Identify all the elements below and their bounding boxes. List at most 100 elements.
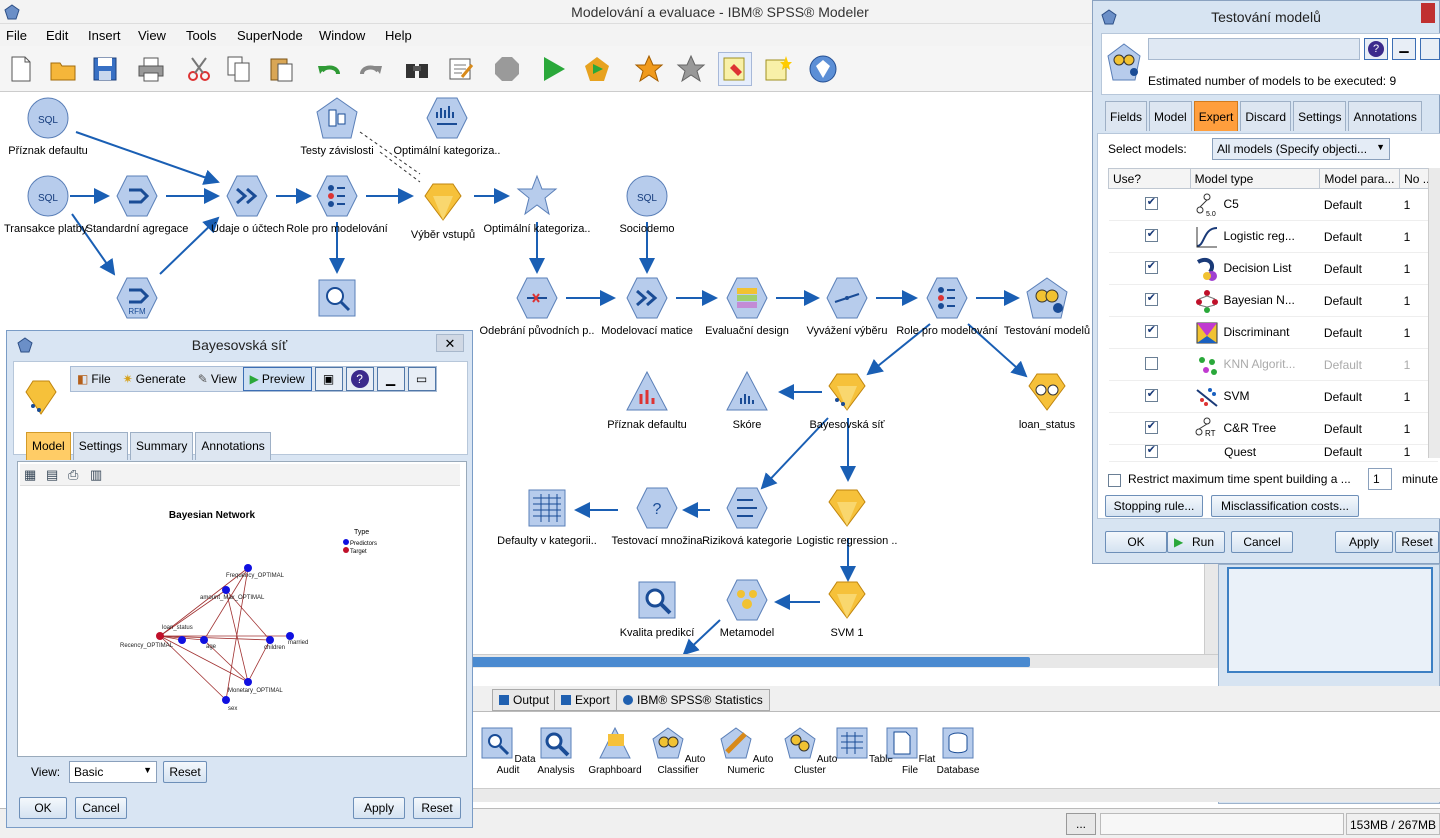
new-file-icon[interactable] bbox=[4, 52, 38, 86]
ok-button[interactable]: OK bbox=[1105, 531, 1167, 553]
menu-insert[interactable]: Insert bbox=[88, 28, 121, 43]
table-row[interactable]: RT C&R Tree Default 1 bbox=[1108, 412, 1438, 445]
model-param[interactable]: Default bbox=[1319, 412, 1400, 445]
table-row[interactable]: SVM Default 1 bbox=[1108, 380, 1438, 413]
status-more-button[interactable]: ... bbox=[1066, 813, 1096, 835]
tab-fields[interactable]: Fields bbox=[1105, 101, 1148, 131]
use-checkbox[interactable] bbox=[1144, 419, 1158, 434]
palette-scrollbar[interactable] bbox=[470, 788, 1440, 802]
canvas-node-udaje-o-uctech[interactable]: Údaje o účtech bbox=[187, 174, 307, 235]
menu-help[interactable]: Help bbox=[385, 28, 412, 43]
table-row[interactable]: Decision List Default 1 bbox=[1108, 252, 1438, 285]
reset-button[interactable]: Reset bbox=[413, 797, 461, 819]
table-row[interactable]: KNN Algorit... Default 1 bbox=[1108, 348, 1438, 381]
canvas-node-loan-status[interactable]: loan_status bbox=[987, 370, 1107, 431]
cut-icon[interactable] bbox=[182, 52, 216, 86]
network-node[interactable] bbox=[244, 564, 252, 572]
dialog-menu-generate[interactable]: ✷Generate bbox=[117, 367, 192, 391]
table-row[interactable]: Bayesian N... Default 1 bbox=[1108, 284, 1438, 317]
tab-settings[interactable]: Settings bbox=[1293, 101, 1347, 131]
use-checkbox[interactable] bbox=[1144, 445, 1158, 458]
help-icon[interactable]: ? bbox=[345, 367, 374, 391]
palette-item-database[interactable]: Database bbox=[928, 726, 988, 776]
use-checkbox[interactable] bbox=[1144, 291, 1158, 306]
canvas-node-testy-zavislosti[interactable]: Testy závislosti bbox=[277, 96, 397, 157]
canvas-node-vyvazeni-vyberu[interactable]: Vyvážení výběru bbox=[787, 276, 907, 337]
model-param[interactable]: Default bbox=[1319, 444, 1400, 462]
canvas-node-vyber-vstupu[interactable]: Výběr vstupů bbox=[383, 180, 503, 241]
palette-tab-export[interactable]: Export bbox=[554, 689, 617, 711]
network-node[interactable] bbox=[178, 636, 186, 644]
palette-item-auto-numeric[interactable]: Auto Numeric bbox=[716, 726, 776, 776]
canvas-node-optimalni-kategorizace-2[interactable]: Optimální kategoriza.. bbox=[477, 174, 597, 235]
tab-summary[interactable]: Summary bbox=[130, 432, 194, 460]
undo-icon[interactable] bbox=[312, 52, 346, 86]
minimize-icon[interactable]: ▁ bbox=[376, 367, 405, 391]
table-row[interactable]: Logistic reg... Default 1 bbox=[1108, 220, 1438, 253]
canvas-node-logistic-regression[interactable]: Logistic regression .. bbox=[787, 486, 907, 547]
menu-window[interactable]: Window bbox=[319, 28, 366, 43]
print-icon[interactable] bbox=[134, 52, 168, 86]
apply-button[interactable]: Apply bbox=[353, 797, 405, 819]
canvas-node-modelovaci-matice[interactable]: Modelovací matice bbox=[587, 276, 707, 337]
use-checkbox[interactable] bbox=[1144, 259, 1158, 274]
canvas-node-metamodel[interactable]: Metamodel bbox=[687, 578, 807, 639]
supernode-star-icon[interactable] bbox=[632, 52, 666, 86]
copy-icon[interactable] bbox=[222, 52, 256, 86]
stopping-rule-button[interactable]: Stopping rule... bbox=[1105, 495, 1203, 517]
use-checkbox[interactable] bbox=[1144, 387, 1158, 402]
maximize-icon[interactable] bbox=[1420, 38, 1440, 60]
close-icon[interactable] bbox=[1421, 3, 1435, 23]
annotation-icon[interactable]: ▣ bbox=[314, 367, 343, 391]
canvas-node-priznak-defaultu-source[interactable]: SQL Příznak defaultu bbox=[0, 96, 108, 157]
save-icon[interactable] bbox=[88, 52, 122, 86]
tab-model[interactable]: Model bbox=[26, 432, 71, 460]
export-icon[interactable]: ▥ bbox=[90, 467, 103, 482]
network-node[interactable] bbox=[266, 636, 274, 644]
palette-item-graphboard[interactable]: Graphboard bbox=[585, 726, 645, 776]
use-checkbox[interactable] bbox=[1144, 195, 1158, 210]
model-param[interactable]: Default bbox=[1319, 220, 1400, 253]
stream-canvas[interactable]: SQL Příznak defaultu SQL Transakce platb… bbox=[0, 92, 1218, 668]
canvas-node-optimalni-kategorizace-1[interactable]: Optimální kategoriza.. bbox=[387, 96, 507, 157]
use-checkbox[interactable] bbox=[1144, 323, 1158, 338]
bayesian-network-graph[interactable]: Bayesian Network Type Predictors Target bbox=[20, 488, 460, 754]
palette-item-flat-file[interactable]: Flat File bbox=[880, 726, 940, 776]
canvas-node-defaulty-v-kategorii[interactable]: Defaulty v kategorii.. bbox=[487, 486, 607, 547]
network-node[interactable] bbox=[222, 586, 230, 594]
canvas-horizontal-scrollbar[interactable] bbox=[470, 654, 1218, 668]
ok-button[interactable]: OK bbox=[19, 797, 67, 819]
model-param[interactable]: Default bbox=[1319, 252, 1400, 285]
palette-item-analysis[interactable]: Analysis bbox=[526, 726, 586, 776]
canvas-node-rfm[interactable]: RFM bbox=[77, 276, 197, 323]
canvas-node-priznak-defaultu-graph[interactable]: Příznak defaultu bbox=[587, 370, 707, 431]
canvas-node-bayesovska-sit[interactable]: Bayesovská síť bbox=[787, 370, 907, 431]
cancel-button[interactable]: Cancel bbox=[1231, 531, 1293, 553]
use-checkbox[interactable] bbox=[1144, 227, 1158, 242]
canvas-node-odebrani[interactable]: Odebrání původních p.. bbox=[477, 276, 597, 337]
menu-file[interactable]: File bbox=[6, 28, 27, 43]
model-param[interactable]: Default bbox=[1319, 316, 1400, 349]
palette-item-table[interactable]: Table bbox=[834, 726, 894, 765]
table-row[interactable]: Discriminant Default 1 bbox=[1108, 316, 1438, 349]
menu-edit[interactable]: Edit bbox=[46, 28, 69, 43]
canvas-node-testovani-modelu[interactable]: Testování modelů bbox=[987, 276, 1107, 337]
canvas-node-skore[interactable]: Skóre bbox=[687, 370, 807, 431]
supernode-zoom-icon[interactable] bbox=[674, 52, 708, 86]
palette-tab-output[interactable]: Output bbox=[492, 689, 557, 711]
reset-button[interactable]: Reset bbox=[1395, 531, 1439, 553]
help-icon[interactable]: ? bbox=[1364, 38, 1388, 60]
network-node[interactable] bbox=[286, 632, 294, 640]
scroll-thumb[interactable] bbox=[470, 657, 1030, 667]
column-header-use[interactable]: Use? bbox=[1108, 168, 1191, 189]
dialog-menu-file[interactable]: ◧File bbox=[71, 367, 117, 391]
canvas-node-evaluacni-design[interactable]: Evaluační design bbox=[687, 276, 807, 337]
network-node-target[interactable] bbox=[156, 632, 164, 640]
model-param[interactable]: Default bbox=[1319, 348, 1400, 381]
model-param[interactable]: Default bbox=[1319, 284, 1400, 317]
canvas-node-svm-1[interactable]: SVM 1 bbox=[787, 578, 907, 639]
view-reset-button[interactable]: Reset bbox=[163, 761, 207, 783]
close-icon[interactable]: ✕ bbox=[436, 334, 464, 352]
select-models-dropdown[interactable]: All models (Specify objecti...▼ bbox=[1212, 138, 1390, 160]
canvas-node-sociodemo[interactable]: SQL Sociodemo bbox=[587, 174, 707, 235]
